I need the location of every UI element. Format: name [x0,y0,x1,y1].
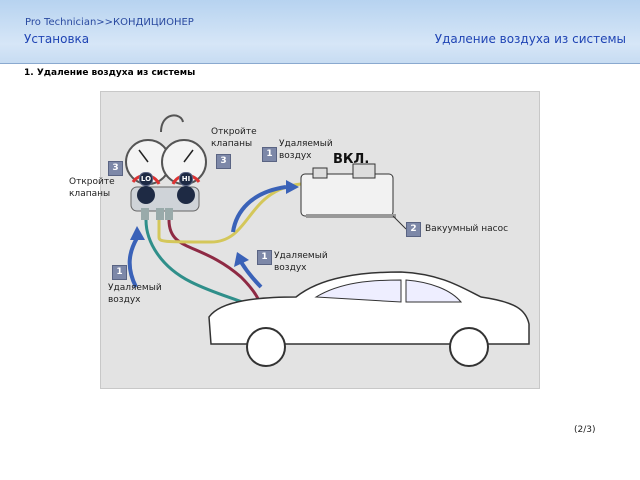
step-badge-2: 2 [406,222,421,237]
air-flow-arrow-mid [239,260,263,289]
label-on: ВКЛ. [333,152,370,167]
vacuum-pump [300,163,396,218]
step-badge-3-right: 3 [216,154,231,169]
step-subtitle: 1. Удаление воздуха из системы [24,68,196,78]
step-badge-1-mid: 1 [257,250,272,265]
label-removed-air-mid: Удаляемый воздух [274,251,328,273]
gauge-hi-label: HI [179,172,193,186]
air-flow-arrow-left [127,237,139,288]
pump-leader-line [392,215,407,230]
gauge-lo-label: LO [139,172,153,186]
service-hose [157,182,302,244]
section-title: Установка [24,32,90,46]
page-indicator: (2/3) [574,425,596,435]
manifold-gauge [125,114,207,220]
breadcrumb[interactable]: Pro Technician>>КОНДИЦИОНЕР [25,17,194,28]
label-removed-air-top: Удаляемый воздух [279,139,333,161]
label-vacuum-pump: Вакуумный насос [425,224,509,234]
header-bar: Pro Technician>>КОНДИЦИОНЕР Установка Уд… [0,0,640,64]
step-badge-1-left: 1 [112,265,127,280]
label-open-valves-left: Откройте клапаны [69,177,115,199]
label-removed-air-left: Удаляемый воздух [108,283,162,305]
page-title: Удаление воздуха из системы [434,32,626,46]
air-purge-diagram: Откройте клапаны Удаляемый воздух Открой… [69,91,540,389]
label-open-valves-top: Откройте клапаны [211,127,257,149]
car [208,271,530,367]
step-badge-1-top: 1 [262,147,277,162]
diagram-graphics [125,114,530,367]
step-badge-3-left: 3 [108,161,123,176]
air-flow-arrow-top [231,185,287,233]
